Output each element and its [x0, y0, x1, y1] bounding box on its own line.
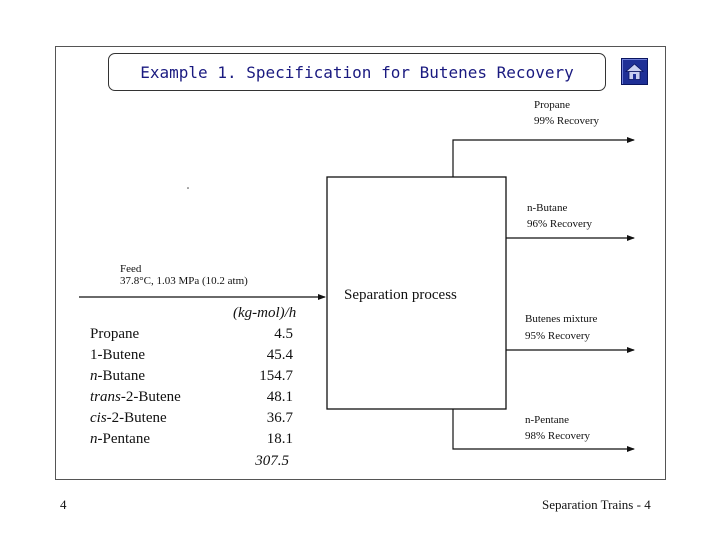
product-recovery-n-butane: 96% Recovery — [527, 218, 593, 230]
process-label: Separation process — [344, 287, 457, 303]
feed-conditions: 37.8°C, 1.03 MPa (10.2 atm) — [120, 275, 248, 287]
speck — [187, 187, 189, 189]
title-box: Example 1. Specification for Butenes Rec… — [108, 53, 606, 91]
component-value: 45.4 — [266, 347, 293, 363]
product-name-propane: Propane — [534, 99, 571, 111]
product-name-n-pentane: n-Pentane — [525, 414, 569, 426]
component-name: n-Butane — [90, 368, 145, 384]
component-name: trans-2-Butene — [90, 389, 181, 405]
n-pentane-arrow — [452, 409, 635, 452]
product-name-butenes: Butenes mixture — [525, 313, 598, 325]
product-recovery-n-pentane: 98% Recovery — [525, 430, 591, 442]
component-name: cis-2-Butene — [90, 410, 167, 426]
component-name: Propane — [90, 326, 140, 342]
component-value: 4.5 — [274, 326, 293, 342]
page-number: 4 — [60, 497, 67, 512]
product-recovery-propane: 99% Recovery — [534, 115, 600, 127]
slide-frame — [55, 46, 666, 480]
feed-units: (kg-mol)/h — [233, 305, 297, 321]
component-name: 1-Butene — [90, 347, 145, 363]
slide-title: Example 1. Specification for Butenes Rec… — [140, 62, 574, 82]
feed-label: Feed — [120, 263, 142, 275]
product-name-n-butane: n-Butane — [527, 202, 568, 214]
home-button[interactable] — [621, 58, 648, 85]
propane-arrow — [452, 137, 635, 177]
component-name: n-Pentane — [90, 431, 150, 447]
component-value: 18.1 — [266, 431, 293, 447]
footer-title: Separation Trains - 4 — [542, 497, 651, 512]
component-value: 154.7 — [259, 368, 293, 384]
process-box — [326, 176, 507, 410]
product-recovery-butenes: 95% Recovery — [525, 330, 591, 342]
home-icon — [624, 63, 645, 80]
feed-total: 307.5 — [255, 453, 289, 469]
component-value: 48.1 — [266, 389, 293, 405]
component-value: 36.7 — [266, 410, 293, 426]
